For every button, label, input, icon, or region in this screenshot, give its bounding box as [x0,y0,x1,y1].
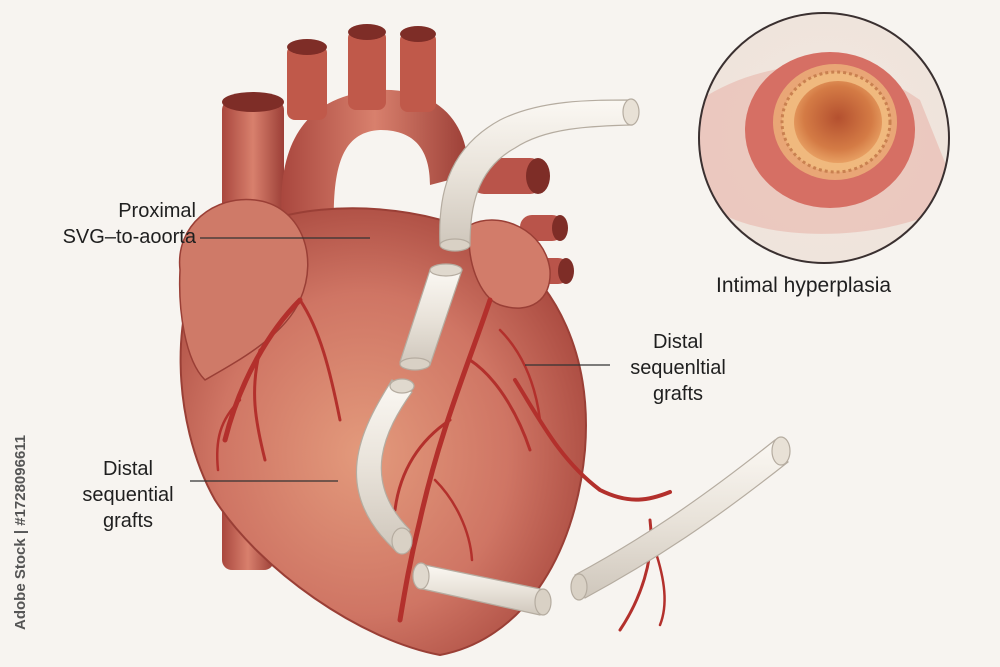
intimal-hyperplasia-label: Intimal hyperplasia [716,274,892,297]
distal-grafts-right-label: Distal sequenltial grafts [623,329,733,407]
proximal-label-line2: SVG–to-aoorta [62,226,196,248]
stock-id-text: Adobe Stock | #1728096611 [12,434,29,630]
distal-left-line1: Distal [102,458,153,480]
proximal-graft-label: Proximal SVG–to-aoorta [46,198,196,250]
distal-left-line3: grafts [102,510,154,532]
proximal-label-line1: Proximal [118,200,196,222]
distal-grafts-left-label: Distal sequential grafts [68,456,188,534]
stock-id-watermark: Adobe Stock | #1728096611 [8,430,32,630]
distal-left-line2: sequential [82,484,174,506]
distal-right-line1: Distal [652,331,703,353]
inset-cross-section [698,12,950,264]
vein-grafts [356,98,791,616]
coronary-arteries [216,297,672,632]
distal-right-line3: grafts [652,383,704,405]
left-atrium [468,219,551,309]
distal-right-line2: sequenltial [630,357,726,379]
leader-lines [190,237,610,482]
